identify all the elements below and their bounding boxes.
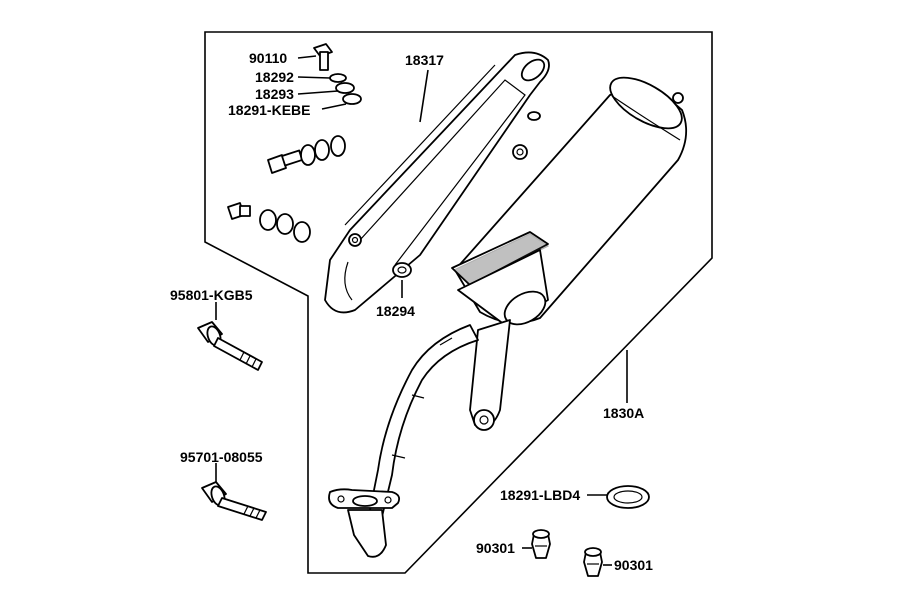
label-18317: 18317: [405, 52, 444, 68]
label-90301-b: 90301: [614, 557, 653, 573]
muffler-assembly: [328, 76, 688, 558]
gasket-18291-lbd4: [606, 485, 650, 509]
label-18291-kebe: 18291-KEBE: [228, 102, 311, 118]
diagram-frame: [204, 31, 713, 574]
label-95801-kgb5: 95801-KGB5: [170, 287, 253, 303]
bolt-95801-kgb5: [197, 321, 263, 371]
label-95701-08055: 95701-08055: [180, 449, 263, 465]
bolt-lower-stack: [227, 202, 311, 243]
label-18291-lbd4: 18291-LBD4: [500, 487, 580, 503]
label-18292: 18292: [255, 69, 294, 85]
label-1830a: 1830A: [603, 405, 644, 421]
bolt-middle-stack: [267, 135, 346, 174]
label-90301-a: 90301: [476, 540, 515, 556]
label-90110: 90110: [249, 50, 287, 66]
label-18294: 18294: [376, 303, 415, 319]
bolt-90110-stack: [313, 43, 362, 105]
nut-90301-a: [531, 529, 551, 559]
leader-lines: [215, 55, 628, 566]
grommet-18294: [392, 262, 412, 278]
bolt-95701-08055: [201, 481, 267, 521]
nut-90301-b: [583, 547, 603, 577]
label-18293: 18293: [255, 86, 294, 102]
heat-guard: [324, 51, 550, 314]
